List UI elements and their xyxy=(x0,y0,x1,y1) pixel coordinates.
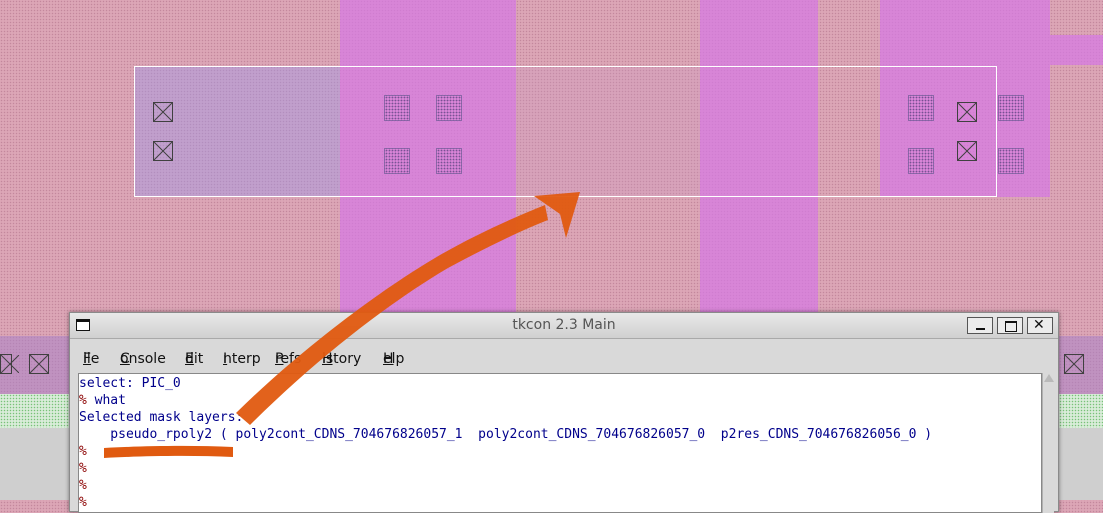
menu-interp-mnemonic: I xyxy=(223,351,228,367)
console-text: select: PIC_0 xyxy=(79,376,181,391)
close-button[interactable]: ✕ xyxy=(1027,317,1053,334)
scroll-up-arrow-icon[interactable] xyxy=(1044,374,1054,382)
menu-prefs-rest: refs xyxy=(275,351,302,367)
menu-console-rest: onsole xyxy=(120,351,166,367)
window-menu-icon[interactable] xyxy=(76,319,90,331)
minimize-button[interactable] xyxy=(967,317,993,334)
maximize-icon xyxy=(1005,321,1017,332)
console-text: Selected mask layers: xyxy=(79,410,244,425)
metal-band xyxy=(1050,35,1103,65)
via-icon xyxy=(436,148,462,174)
contact-cross-icon xyxy=(957,102,977,122)
selection-box xyxy=(134,66,997,197)
console-line: Selected mask layers: xyxy=(79,409,1041,426)
console-line: pseudo_rpoly2 ( poly2cont_CDNS_704676826… xyxy=(79,426,1041,443)
console-line: select: PIC_0 xyxy=(79,375,1041,392)
menu-help-rest: elp xyxy=(383,351,405,367)
minimize-icon xyxy=(976,328,985,330)
console-prompt: % xyxy=(79,393,87,408)
contact-cross-icon xyxy=(29,354,49,374)
menu-history-rest: istory xyxy=(322,351,362,367)
menu-console-mnemonic: C xyxy=(120,351,130,367)
via-icon xyxy=(436,95,462,121)
contact-cross-icon xyxy=(153,141,173,161)
console-line: % what xyxy=(79,392,1041,409)
contact-cross-icon xyxy=(153,102,173,122)
console-line: % xyxy=(79,460,1041,477)
console-prompt: % xyxy=(79,461,87,476)
menu-edit-rest: dit xyxy=(185,351,204,367)
window-title: tkcon 2.3 Main xyxy=(512,317,616,333)
console-scrollbar[interactable] xyxy=(1042,373,1054,513)
contact-cross-icon xyxy=(957,141,977,161)
menu-file-rest: ile xyxy=(83,351,100,367)
menu-edit-mnemonic: E xyxy=(185,351,194,367)
metal-band xyxy=(700,0,818,340)
console-prompt: % xyxy=(79,495,87,510)
diffusion-region xyxy=(135,67,340,197)
contact-cross-icon xyxy=(0,354,19,374)
menu-file-mnemonic: F xyxy=(83,351,92,367)
console-prompt: % xyxy=(79,478,87,493)
console-line: % xyxy=(79,477,1041,494)
maximize-button[interactable] xyxy=(997,317,1023,334)
close-icon: ✕ xyxy=(1033,317,1045,333)
via-icon xyxy=(908,95,934,121)
title-bar[interactable]: tkcon 2.3 Main ✕ xyxy=(70,313,1058,339)
via-icon xyxy=(998,148,1024,174)
via-icon xyxy=(384,95,410,121)
console-line: % xyxy=(79,494,1041,511)
via-icon xyxy=(384,148,410,174)
contact-cross-icon xyxy=(1064,354,1084,374)
console-output[interactable]: select: PIC_0 % what Selected mask layer… xyxy=(78,373,1042,513)
diffusion-region xyxy=(516,67,700,197)
menu-interp-rest: nterp xyxy=(223,351,261,367)
via-icon xyxy=(998,95,1024,121)
console-line: % xyxy=(79,443,1041,460)
via-icon xyxy=(908,148,934,174)
console-prompt: % xyxy=(79,444,87,459)
console-text: pseudo_rpoly2 ( poly2cont_CDNS_704676826… xyxy=(79,427,933,442)
console-text: what xyxy=(86,393,126,408)
